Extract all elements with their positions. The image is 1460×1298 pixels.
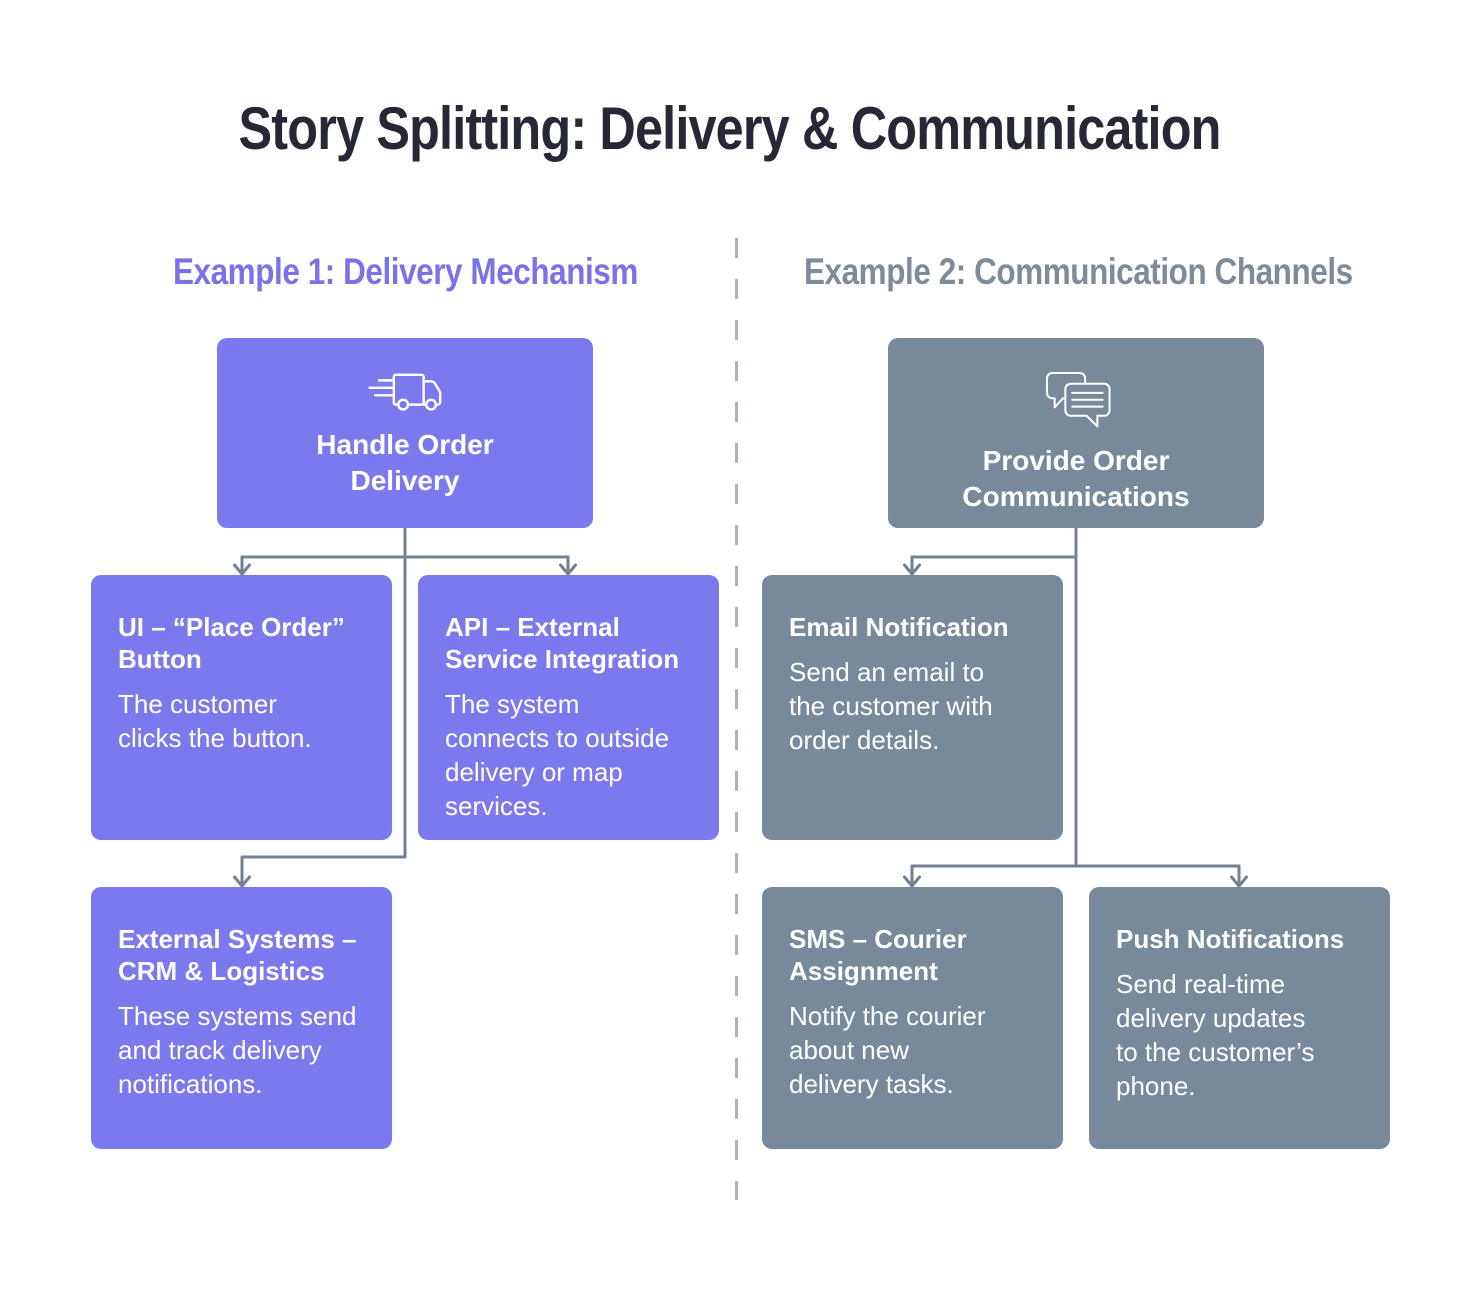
card-title: UI – “Place Order” Button — [118, 612, 345, 675]
root-card-title: Handle Order Delivery — [316, 429, 494, 496]
card-handle-order-delivery: Handle Order Delivery — [217, 338, 593, 528]
card-title: Push Notifications — [1116, 924, 1345, 954]
card-push-notifications: Push Notifications Send real-time delive… — [1089, 887, 1390, 1149]
card-description: The customer clicks the button. — [118, 689, 312, 754]
section-divider — [735, 238, 738, 1200]
card-description: These systems send and track delivery no… — [118, 1001, 357, 1100]
card-email-notification: Email Notification Send an email to the … — [762, 575, 1063, 840]
card-description: Notify the courier about new delivery ta… — [789, 1001, 986, 1100]
card-provide-order-communications: Provide Order Communications — [888, 338, 1264, 528]
card-description: Send real-time delivery updates to the c… — [1116, 969, 1315, 1101]
card-external-systems-crm-logistics: External Systems – CRM & Logistics These… — [91, 887, 392, 1149]
arrow-down-icon — [233, 563, 251, 576]
example1-heading: Example 1: Delivery Mechanism — [173, 251, 638, 292]
card-title: Email Notification — [789, 612, 1009, 642]
arrow-down-icon — [1230, 875, 1248, 888]
card-sms-courier-assignment: SMS – Courier Assignment Notify the cour… — [762, 887, 1063, 1149]
card-description: Send an email to the customer with order… — [789, 657, 993, 755]
chat-bubbles-icon — [1046, 372, 1111, 428]
arrow-down-icon — [903, 563, 921, 576]
root-card-title: Provide Order Communications — [962, 445, 1190, 512]
arrow-down-icon — [233, 875, 251, 888]
delivery-truck-icon — [368, 373, 442, 411]
card-title: External Systems – CRM & Logistics — [118, 924, 357, 987]
example2-heading: Example 2: Communication Channels — [804, 251, 1353, 292]
card-description: The system connects to outside delivery … — [445, 689, 670, 821]
page-title: Story Splitting: Delivery & Communicatio… — [238, 95, 1222, 162]
card-ui-place-order-button: UI – “Place Order” Button The customer c… — [91, 575, 392, 840]
card-title: SMS – Courier Assignment — [789, 924, 967, 987]
arrow-down-icon — [903, 875, 921, 888]
connector-line — [240, 526, 407, 885]
card-api-external-service-integration: API – External Service Integration The s… — [418, 575, 719, 840]
card-title: API – External Service Integration — [445, 612, 680, 675]
arrow-down-icon — [559, 563, 577, 576]
